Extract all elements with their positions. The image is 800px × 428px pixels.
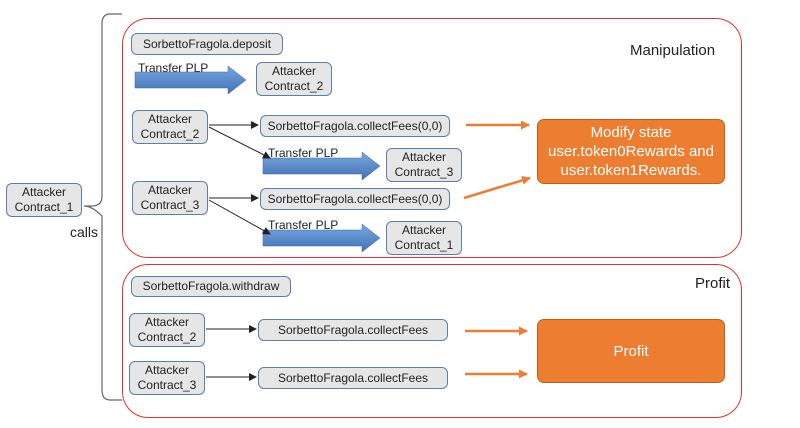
transfer-label-1: Transfer PLP xyxy=(138,61,209,75)
contract-2-box: Attacker Contract_2 xyxy=(132,110,208,144)
caller-box: Attacker Contract_1 xyxy=(6,183,82,217)
transfer-arrow-2 xyxy=(262,151,381,181)
transfer-label-2: Transfer PLP xyxy=(268,146,339,160)
manipulation-panel xyxy=(122,18,742,258)
profit-result-box: Profit xyxy=(537,319,725,383)
profit-title: Profit xyxy=(695,275,731,292)
transfer-arrow-3 xyxy=(262,223,381,253)
contract-3-box: Attacker Contract_3 xyxy=(132,181,208,215)
deposit-box: SorbettoFragola.deposit xyxy=(131,33,283,55)
profit-contract-2-box: Attacker Contract_2 xyxy=(129,313,205,347)
profit-contract-3-box: Attacker Contract_3 xyxy=(129,361,205,395)
profit-collect-fees-box-2: SorbettoFragola.collectFees xyxy=(258,367,448,389)
connector-c2-transfer xyxy=(208,126,271,159)
profit-collect-fees-box-1: SorbettoFragola.collectFees xyxy=(258,319,448,341)
collect-fees-box-1: SorbettoFragola.collectFees(0,0) xyxy=(260,115,450,137)
contract-2-target-box: Attacker Contract_2 xyxy=(256,62,332,96)
modify-state-box: Modify state user.token0Rewards and user… xyxy=(537,119,725,184)
collect-fees-box-2: SorbettoFragola.collectFees(0,0) xyxy=(260,188,450,210)
transfer-label-3: Transfer PLP xyxy=(268,218,339,232)
contract-3-target-box: Attacker Contract_3 xyxy=(386,148,462,182)
manipulation-title: Manipulation xyxy=(630,42,716,59)
contract-1-target-box: Attacker Contract_1 xyxy=(386,221,462,255)
profit-panel xyxy=(122,264,742,418)
calls-label: calls xyxy=(70,224,99,240)
connector-c3-transfer xyxy=(208,199,271,235)
calls-brace xyxy=(83,13,122,401)
transfer-arrow-1 xyxy=(134,65,247,95)
withdraw-box: SorbettoFragola.withdraw xyxy=(131,276,291,297)
orange-arrow-2 xyxy=(463,176,531,200)
